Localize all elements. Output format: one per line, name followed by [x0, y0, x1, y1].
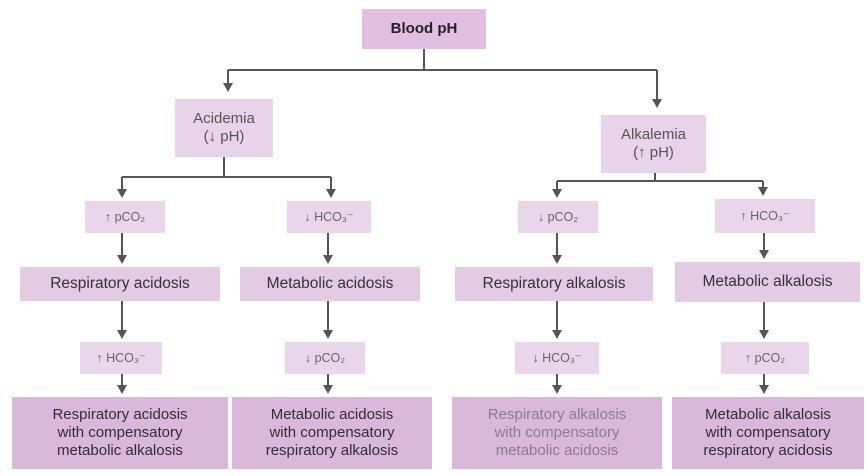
result-node-respiratory-alkalosis-compensated: Respiratory alkalosis with compensatory … — [452, 397, 662, 469]
result-node-metabolic-acidosis-compensated: Metabolic acidosis with compensatory res… — [232, 397, 432, 469]
arrowhead-27 — [323, 330, 333, 339]
arrowhead-17 — [758, 187, 768, 196]
arrowhead-5 — [652, 99, 662, 108]
compensation-node-high-pco2: ↑ pCO₂ — [721, 342, 809, 374]
branch-node-acidemia: Acidemia (↓ pH) — [175, 99, 273, 157]
indicator-node-low-pco2: ↓ pCO₂ — [518, 201, 598, 233]
root-node-blood-ph: Blood pH — [362, 9, 486, 49]
arrowhead-35 — [552, 385, 562, 394]
indicator-node-low-hco3: ↓ HCO₃⁻ — [287, 201, 371, 233]
arrowhead-3 — [223, 83, 233, 92]
arrowhead-37 — [759, 250, 769, 259]
arrowhead-25 — [323, 255, 333, 264]
arrowhead-21 — [117, 330, 127, 339]
arrowhead-31 — [552, 255, 562, 264]
arrowhead-9 — [117, 189, 127, 198]
arrowhead-39 — [759, 330, 769, 339]
arrowhead-19 — [117, 255, 127, 264]
disorder-node-metabolic-acidosis: Metabolic acidosis — [240, 267, 420, 301]
disorder-node-metabolic-alkalosis: Metabolic alkalosis — [675, 262, 860, 302]
arrowhead-41 — [759, 385, 769, 394]
compensation-node-low-hco3: ↓ HCO₃⁻ — [515, 342, 599, 374]
compensation-node-high-hco3: ↑ HCO₃⁻ — [80, 342, 162, 374]
indicator-node-high-pco2: ↑ pCO₂ — [85, 201, 165, 233]
arrowhead-23 — [117, 385, 127, 394]
arrowhead-15 — [552, 189, 562, 198]
disorder-node-respiratory-alkalosis: Respiratory alkalosis — [455, 267, 653, 301]
arrowhead-11 — [326, 189, 336, 198]
arrowhead-29 — [323, 385, 333, 394]
result-node-metabolic-alkalosis-compensated: Metabolic alkalosis with compensatory re… — [672, 397, 864, 469]
arrowhead-33 — [552, 330, 562, 339]
disorder-node-respiratory-acidosis: Respiratory acidosis — [20, 267, 220, 301]
result-node-respiratory-acidosis-compensated: Respiratory acidosis with compensatory m… — [12, 397, 228, 469]
branch-node-alkalemia: Alkalemia (↑ pH) — [601, 115, 706, 173]
indicator-node-high-hco3: ↑ HCO₃⁻ — [715, 199, 815, 233]
compensation-node-low-pco2: ↓ pCO₂ — [285, 342, 365, 374]
